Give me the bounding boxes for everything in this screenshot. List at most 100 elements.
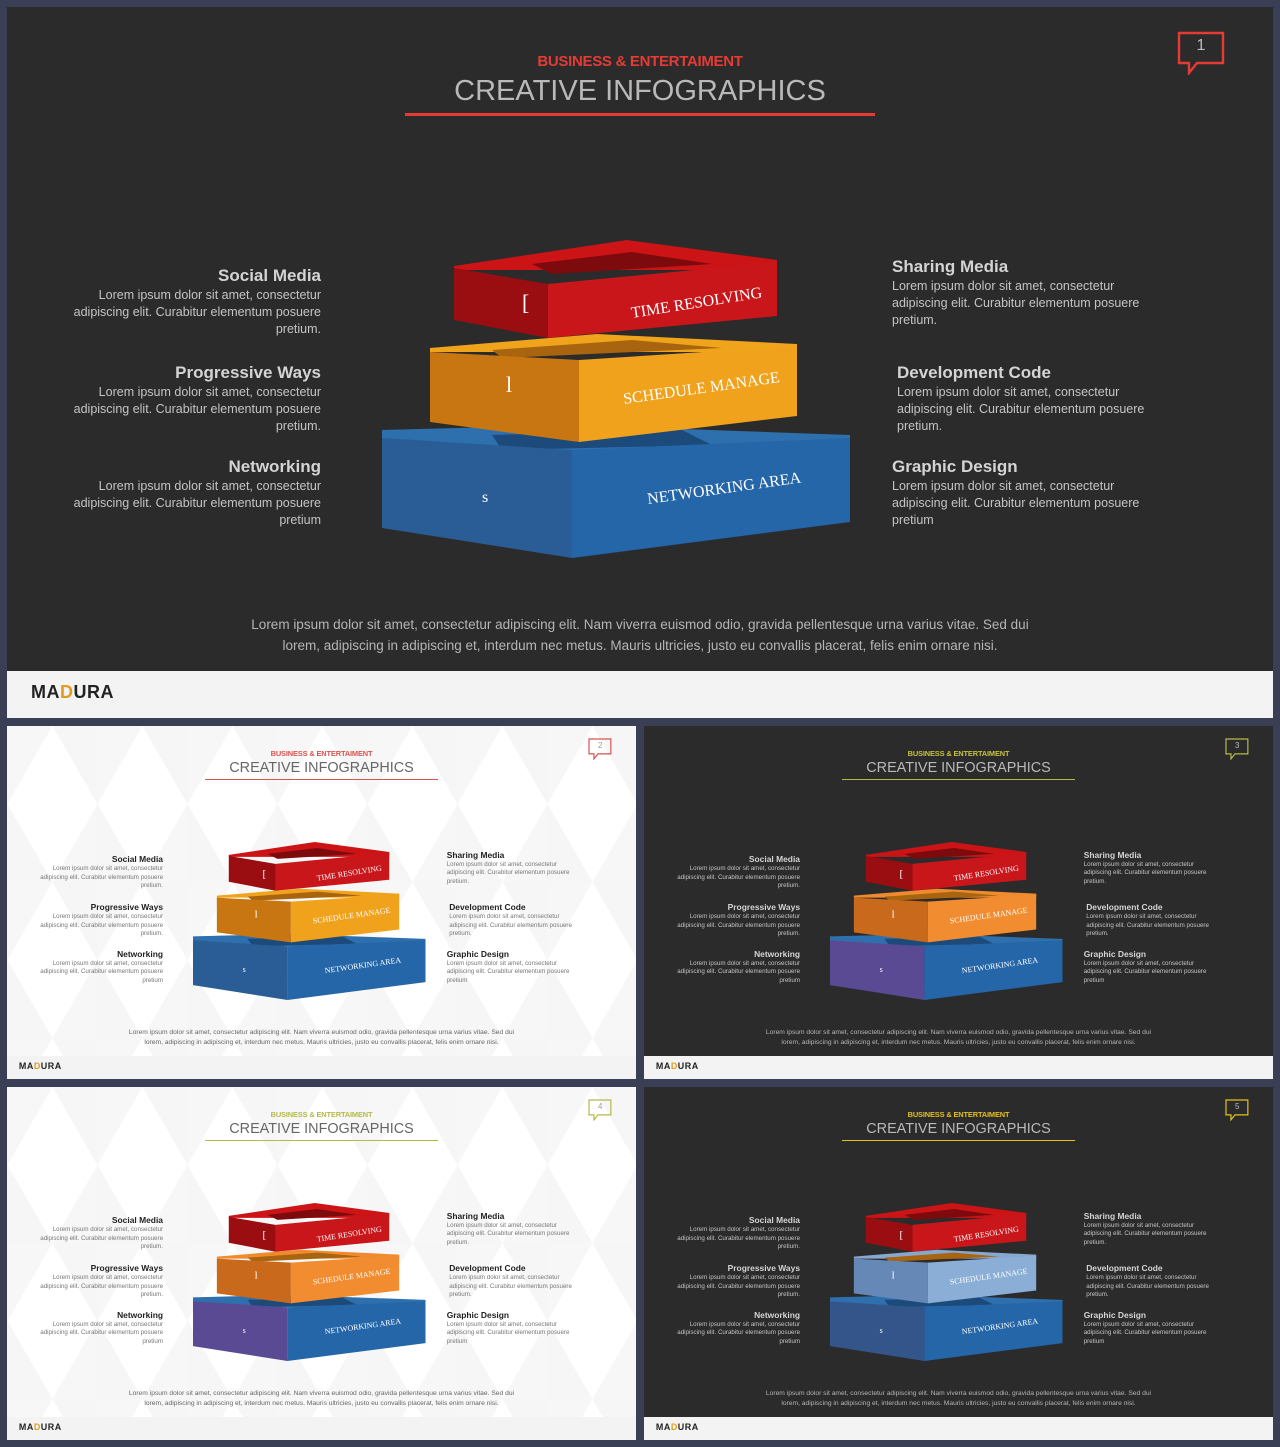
right-item-title: Development Code	[449, 902, 526, 913]
logo-part-1: MA	[18, 1061, 34, 1072]
tier-schedule	[430, 334, 797, 442]
pyramid-graphic: [ l s TIME RESOLVING SCHEDULE MANAGE NET…	[193, 1202, 426, 1361]
left-item-text: Lorem ipsum dolor sit amet, consectetur …	[677, 1274, 801, 1299]
left-item-text: Lorem ipsum dolor sit amet, consectetur …	[677, 960, 801, 984]
left-item-title: Social Media	[111, 1215, 164, 1226]
madura-logo: MADURA	[656, 1422, 699, 1432]
right-item-title: Graphic Design	[1083, 1310, 1147, 1321]
pyramid-graphic: [ l s TIME RESOLVING SCHEDULE MANAGE NET…	[382, 240, 850, 558]
left-item-1: Progressive Ways Lorem ipsum dolor sit a…	[34, 902, 163, 938]
pyramid-graphic: [ l s TIME RESOLVING SCHEDULE MANAGE NET…	[830, 841, 1063, 1000]
speech-bubble-icon	[1225, 1099, 1249, 1121]
tier-networking	[830, 1294, 1063, 1361]
right-item-2: Graphic Design Lorem ipsum dolor sit ame…	[447, 1310, 576, 1346]
left-item-title: Networking	[117, 1310, 164, 1321]
tier-glyph-schedule: l	[255, 908, 258, 920]
left-item-2: Networking Lorem ipsum dolor sit amet, c…	[671, 1310, 800, 1346]
left-item-text: Lorem ipsum dolor sit amet, consectetur …	[40, 1274, 164, 1299]
tier-glyph-networking: s	[880, 1326, 883, 1335]
tier-time	[866, 1202, 1027, 1252]
right-item-text: Lorem ipsum dolor sit amet, consectetur …	[897, 385, 1145, 433]
speech-bubble-icon	[1225, 738, 1249, 760]
tier-glyph-schedule: l	[506, 372, 512, 397]
paragraph-line-1: Lorem ipsum dolor sit amet, consectetur …	[128, 1389, 515, 1397]
tier-schedule	[854, 1249, 1037, 1304]
tier-time	[454, 240, 777, 338]
paragraph-line-2: lorem, adipiscing in adipiscing et, inte…	[144, 1400, 499, 1408]
left-item-text: Lorem ipsum dolor sit amet, consectetur …	[40, 960, 164, 984]
right-item-title: Graphic Design	[446, 1310, 510, 1321]
paragraph-line-1: Lorem ipsum dolor sit amet, consectetur …	[765, 1389, 1152, 1397]
tier-glyph-networking: s	[243, 965, 246, 974]
left-item-title: Progressive Ways	[175, 363, 321, 382]
tier-networking	[193, 1294, 426, 1361]
slide-footer	[7, 1055, 636, 1079]
logo-part-2: D	[33, 1061, 41, 1072]
left-item-text: Lorem ipsum dolor sit amet, consectetur …	[677, 913, 801, 938]
right-item-2: Graphic Design Lorem ipsum dolor sit ame…	[1084, 949, 1213, 985]
paragraph-line-1: Lorem ipsum dolor sit amet, consectetur …	[765, 1028, 1152, 1036]
right-item-1: Development Code Lorem ipsum dolor sit a…	[449, 902, 578, 938]
logo-part-1: MA	[18, 1422, 34, 1433]
right-item-0: Sharing Media Lorem ipsum dolor sit amet…	[892, 256, 1152, 329]
left-item-title: Social Media	[218, 266, 321, 285]
slide-number: 3	[1235, 740, 1240, 750]
right-item-title: Sharing Media	[446, 1210, 505, 1221]
tier-time	[229, 1202, 390, 1252]
speech-bubble-icon	[588, 738, 612, 760]
pyramid: [ l s TIME RESOLVING SCHEDULE MANAGE NET…	[830, 841, 1068, 1006]
tier-time	[229, 841, 390, 891]
logo-part-2: D	[33, 1422, 41, 1433]
left-item-1: Progressive Ways Lorem ipsum dolor sit a…	[671, 902, 800, 938]
left-item-text: Lorem ipsum dolor sit amet, consectetur …	[677, 1226, 801, 1251]
right-item-text: Lorem ipsum dolor sit amet, consectetur …	[446, 860, 570, 885]
left-item-0: Social Media Lorem ipsum dolor sit amet,…	[34, 1215, 163, 1251]
right-item-1: Development Code Lorem ipsum dolor sit a…	[449, 1263, 578, 1299]
tier-glyph-networking: s	[880, 965, 883, 974]
slide-number-badge: 5	[1225, 1099, 1249, 1121]
right-item-title: Sharing Media	[892, 257, 1009, 276]
left-item-text: Lorem ipsum dolor sit amet, consectetur …	[73, 479, 321, 527]
pyramid: [ l s TIME RESOLVING SCHEDULE MANAGE NET…	[382, 240, 862, 570]
slide-number: 2	[598, 740, 603, 750]
right-item-text: Lorem ipsum dolor sit amet, consectetur …	[449, 1274, 572, 1299]
tier-glyph-schedule: l	[892, 1269, 895, 1281]
slide-title: CREATIVE INFOGRAPHICS	[454, 75, 826, 107]
tier-glyph-schedule: l	[892, 908, 895, 920]
logo-part-2: D	[670, 1422, 678, 1433]
right-item-title: Development Code	[1086, 1263, 1163, 1274]
slide-subtitle: BUSINESS & ENTERTAIMENT	[270, 748, 373, 758]
title-underline	[841, 1139, 1076, 1142]
right-item-text: Lorem ipsum dolor sit amet, consectetur …	[446, 1221, 570, 1246]
right-item-2: Graphic Design Lorem ipsum dolor sit ame…	[1084, 1310, 1213, 1346]
pyramid: [ l s TIME RESOLVING SCHEDULE MANAGE NET…	[193, 1202, 431, 1367]
logo-part-1: MA	[655, 1061, 671, 1072]
paragraph-line-2: lorem, adipiscing in adipiscing et, inte…	[781, 1039, 1136, 1047]
left-item-0: Social Media Lorem ipsum dolor sit amet,…	[34, 854, 163, 890]
right-item-text: Lorem ipsum dolor sit amet, consectetur …	[446, 960, 570, 984]
right-item-text: Lorem ipsum dolor sit amet, consectetur …	[1086, 1274, 1209, 1299]
description-paragraph: Lorem ipsum dolor sit amet, consectetur …	[719, 1389, 1199, 1410]
description-paragraph: Lorem ipsum dolor sit amet, consectetur …	[82, 1028, 562, 1049]
paragraph-line-2: lorem, adipiscing in adipiscing et, inte…	[144, 1039, 499, 1047]
madura-logo: MADURA	[19, 1061, 62, 1071]
right-item-2: Graphic Design Lorem ipsum dolor sit ame…	[892, 456, 1152, 529]
left-item-text: Lorem ipsum dolor sit amet, consectetur …	[73, 288, 321, 336]
madura-logo: MADURA	[31, 682, 114, 703]
paragraph-line-2: lorem, adipiscing in adipiscing et, inte…	[781, 1400, 1136, 1408]
right-item-title: Sharing Media	[1083, 1210, 1142, 1221]
left-item-1: Progressive Ways Lorem ipsum dolor sit a…	[671, 1263, 800, 1299]
left-item-text: Lorem ipsum dolor sit amet, consectetur …	[40, 1226, 164, 1251]
pyramid: [ l s TIME RESOLVING SCHEDULE MANAGE NET…	[830, 1202, 1068, 1367]
left-item-text: Lorem ipsum dolor sit amet, consectetur …	[73, 385, 321, 433]
madura-logo: MADURA	[19, 1422, 62, 1432]
logo-part-3: URA	[73, 682, 114, 702]
tier-glyph-time: [	[900, 1229, 904, 1241]
left-item-text: Lorem ipsum dolor sit amet, consectetur …	[677, 1321, 801, 1345]
slide-footer	[7, 671, 1273, 718]
